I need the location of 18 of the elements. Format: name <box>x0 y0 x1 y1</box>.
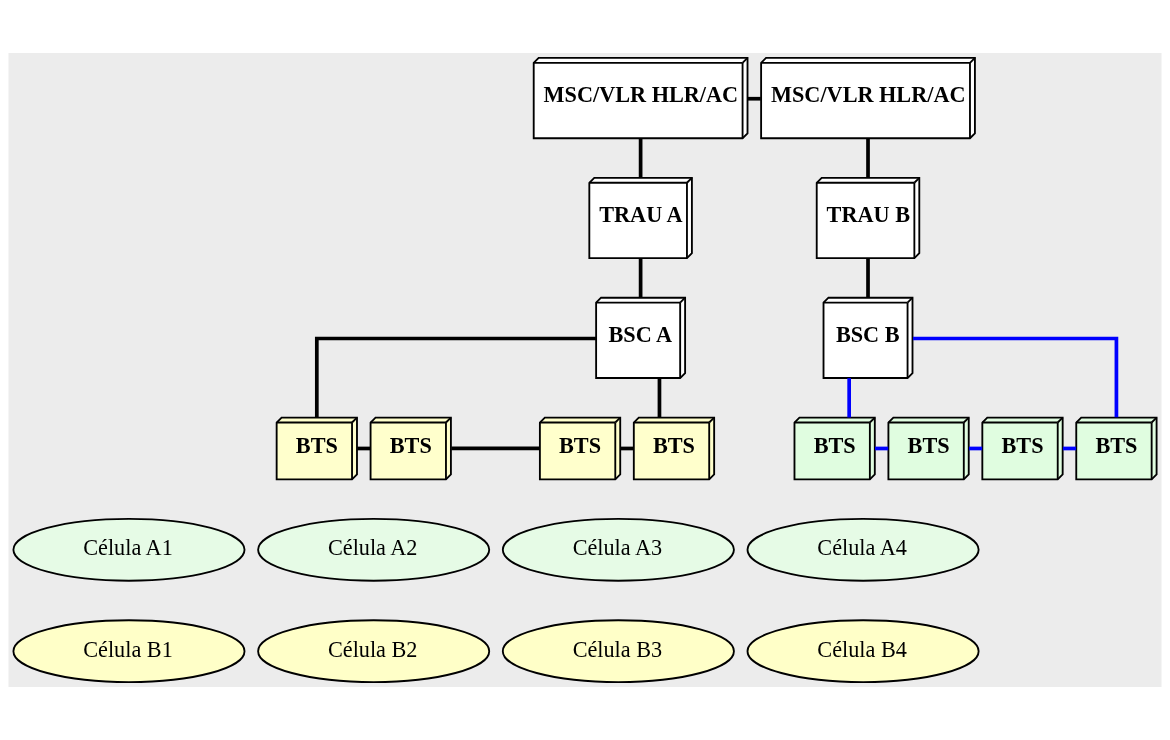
node-ellipse: Célula A4 <box>746 518 980 582</box>
connector <box>866 258 870 298</box>
node-ellipse: Célula A2 <box>257 518 491 582</box>
node-ellipse: Célula A1 <box>12 518 246 582</box>
node-ellipse: Célula B3 <box>501 619 735 683</box>
connector <box>913 336 1119 418</box>
connector <box>451 446 540 451</box>
connector <box>638 258 643 298</box>
connector <box>866 138 870 178</box>
connector <box>657 378 662 418</box>
connector <box>638 138 643 178</box>
node-ellipse: Célula B4 <box>746 619 980 683</box>
node-ellipse: Célula B2 <box>257 619 491 683</box>
node-ellipse: Célula A3 <box>501 518 735 582</box>
node-ellipse: Célula B1 <box>12 619 246 683</box>
connector <box>847 378 852 418</box>
connector <box>314 336 596 418</box>
connector <box>747 96 761 101</box>
